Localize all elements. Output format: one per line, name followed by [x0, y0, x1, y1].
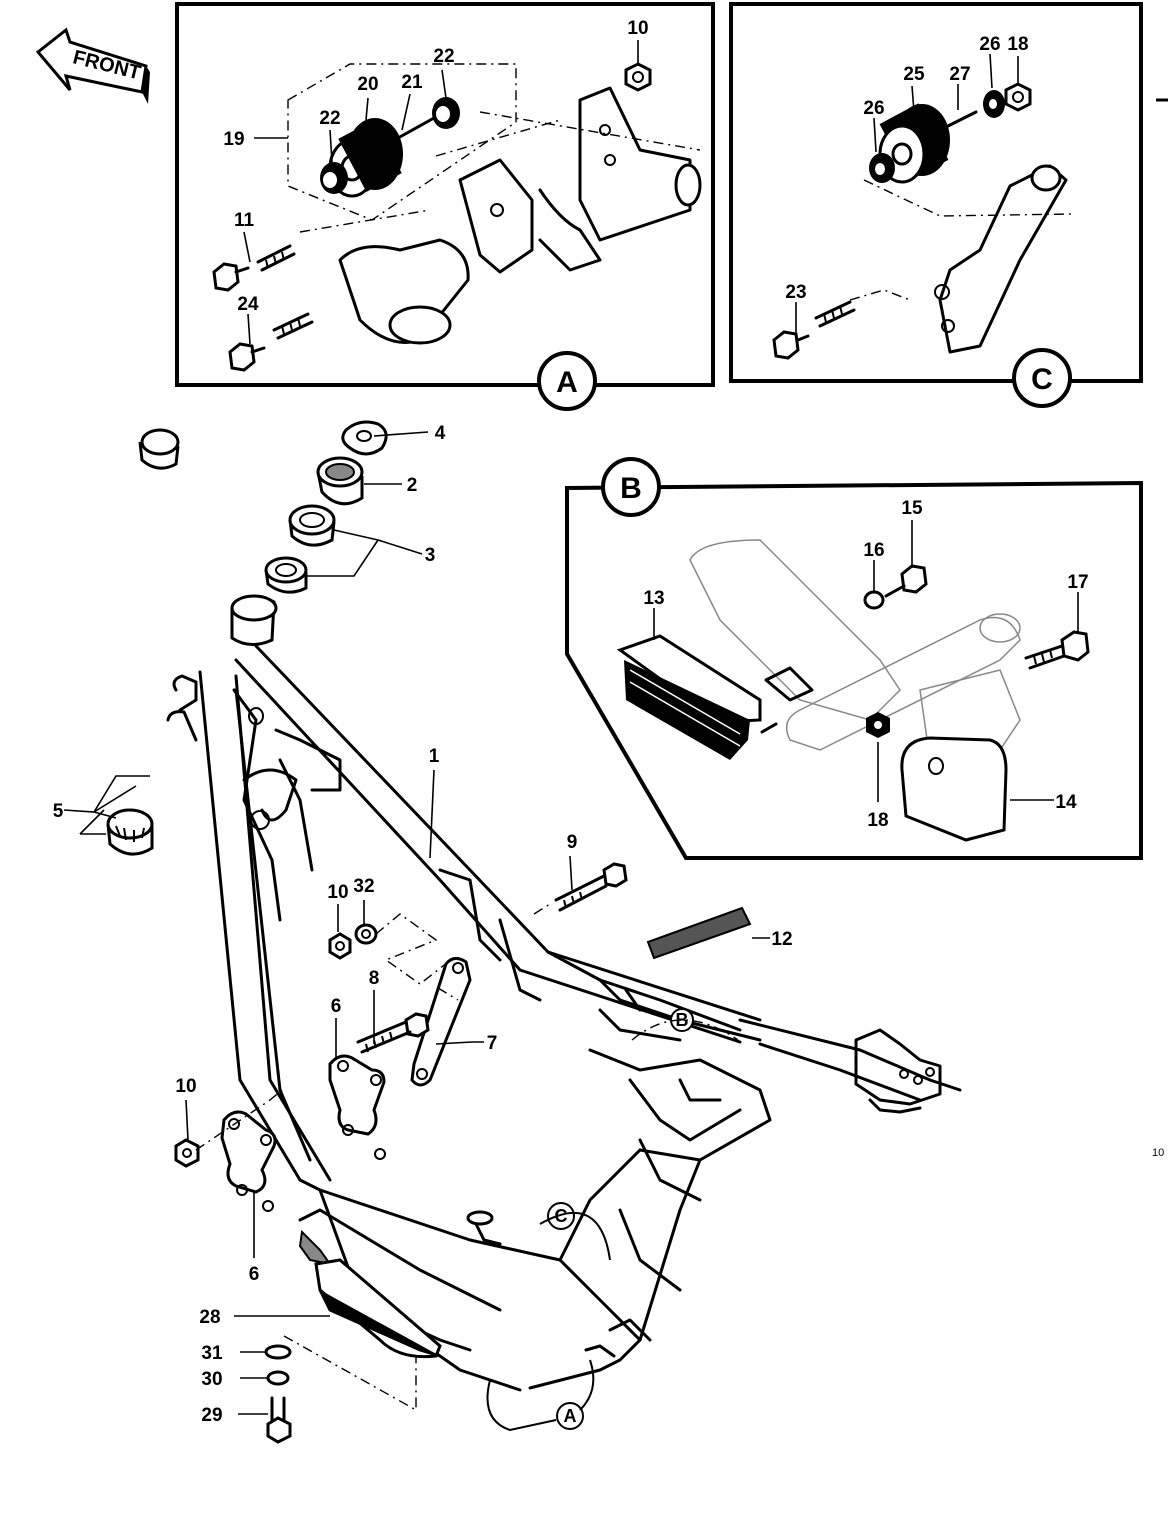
bolt-11 — [212, 244, 296, 292]
collar-22-left — [320, 162, 348, 194]
washer-31 — [264, 1344, 292, 1360]
main-part-labels: 4 2 3 5 1 9 12 10 32 8 6 7 10 6 28 31 30… — [53, 423, 793, 1426]
collar-22-right — [432, 97, 460, 129]
nut-10-b — [328, 932, 352, 960]
part-32-label: 32 — [353, 876, 374, 897]
bolt-23 — [772, 300, 856, 360]
part-11-label: 11 — [234, 210, 255, 231]
panel-a: A 10 22 21 20 22 19 11 24 — [175, 2, 715, 411]
bolt-15 — [884, 564, 928, 598]
part-2-label: 2 — [407, 475, 418, 496]
nut-18-c — [1004, 82, 1032, 112]
part-10a-label: 10 — [627, 18, 648, 39]
mount-plate-6-lower — [220, 1110, 277, 1212]
nut-10-c — [174, 1138, 200, 1168]
part-26a-label: 26 — [863, 98, 884, 119]
part-19-label: 19 — [223, 129, 244, 150]
part-28-label: 28 — [199, 1307, 220, 1328]
frame-marker-c: C — [539, 1202, 611, 1261]
link-7 — [410, 957, 472, 1087]
frame-bracket-c — [849, 164, 1073, 354]
skid-plate-28 — [314, 1258, 442, 1359]
part-27-label: 27 — [949, 64, 970, 85]
bolt-8 — [356, 1012, 430, 1054]
washer-32 — [354, 923, 378, 945]
part-25-label: 25 — [903, 64, 925, 85]
bolt-24 — [228, 312, 314, 372]
frame-marker-c-letter: C — [555, 1206, 568, 1226]
part-10c-label: 10 — [175, 1076, 196, 1097]
part-29-label: 29 — [201, 1405, 222, 1426]
bearing-5-upper — [138, 428, 180, 470]
bearing-3-upper — [288, 504, 336, 547]
main-frame-assembly: B C A — [106, 420, 962, 1444]
washer-26-right — [983, 90, 1005, 118]
nut-4 — [341, 420, 388, 456]
part-18a-label: 18 — [867, 810, 888, 831]
page-code: 10 — [1152, 1147, 1164, 1159]
frame-marker-a-letter: A — [564, 1406, 577, 1426]
part-6b-label: 6 — [249, 1264, 260, 1285]
part-6a-label: 6 — [331, 996, 342, 1017]
part-4-label: 4 — [435, 423, 446, 444]
mount-plate-6-upper — [328, 1054, 386, 1160]
panel-a-callout: A — [537, 351, 597, 411]
part-21-label: 21 — [401, 72, 423, 93]
part-17-label: 17 — [1067, 572, 1088, 593]
part-10b-label: 10 — [327, 882, 348, 903]
panel-a-letter: A — [556, 366, 578, 399]
part-24-label: 24 — [237, 294, 259, 315]
part-12-label: 12 — [771, 929, 792, 950]
frame-marker-a: A — [486, 1359, 595, 1432]
part-31-label: 31 — [201, 1343, 223, 1364]
part-22b-label: 22 — [319, 108, 340, 129]
bolt-9 — [554, 862, 628, 912]
bearing-5-lower — [106, 808, 154, 856]
nut-18-b — [866, 712, 890, 738]
part-9-label: 9 — [567, 832, 578, 853]
part-14-label: 14 — [1055, 792, 1077, 813]
part-13-label: 13 — [643, 588, 664, 609]
part-30-label: 30 — [201, 1369, 222, 1390]
strip-12 — [646, 906, 752, 960]
frame-marker-b-letter: B — [676, 1010, 689, 1030]
part-23-label: 23 — [785, 282, 806, 303]
part-8-label: 8 — [369, 968, 380, 989]
nut-10-a — [624, 62, 652, 92]
panel-c-letter: C — [1031, 363, 1053, 396]
frame-bracket-a — [299, 86, 702, 345]
part-18b-label: 18 — [1007, 34, 1028, 55]
bolt-17 — [1024, 630, 1090, 670]
part-5-label: 5 — [53, 801, 64, 822]
panel-c-callout: C — [1012, 348, 1072, 408]
part-20-label: 20 — [357, 74, 378, 95]
part-7-label: 7 — [487, 1033, 498, 1054]
panel-c: C 26 18 27 25 26 23 — [729, 2, 1143, 408]
washer-16 — [863, 590, 885, 610]
lock-washer-30 — [266, 1370, 290, 1386]
front-arrow-icon: FRONT — [35, 27, 150, 104]
panel-b: B — [565, 457, 1143, 860]
bearing-3-lower — [264, 556, 308, 594]
part-16-label: 16 — [863, 540, 884, 561]
bearing-cup-2 — [316, 456, 364, 506]
part-26b-label: 26 — [979, 34, 1000, 55]
part-3-label: 3 — [425, 545, 436, 566]
part-15-label: 15 — [901, 498, 923, 519]
washer-26-left — [869, 153, 895, 183]
bolt-29 — [266, 1396, 292, 1444]
frame-marker-b: B — [631, 1008, 739, 1041]
panel-b-callout: B — [601, 457, 661, 517]
panel-b-letter: B — [620, 472, 642, 505]
cover-14 — [900, 736, 1008, 842]
part-22a-label: 22 — [433, 46, 454, 67]
part-1-label: 1 — [429, 746, 440, 767]
rectifier-13 — [616, 634, 814, 760]
